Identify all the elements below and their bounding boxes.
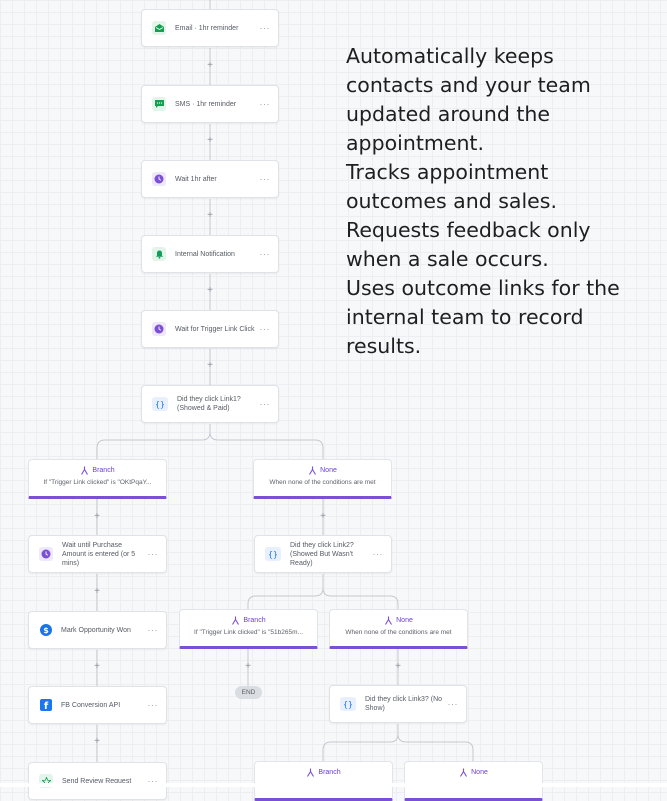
branch-node[interactable]: Branch If "Trigger Link clicked" is "OKt… <box>28 459 167 499</box>
fb-conversion-step[interactable]: f FB Conversion API ··· <box>28 686 167 724</box>
none-branch-node[interactable]: None When none of the conditions are met <box>253 459 392 499</box>
more-options-icon[interactable]: ··· <box>259 249 270 259</box>
branch-node[interactable]: Branch <box>254 761 393 801</box>
branch-icon <box>309 466 317 475</box>
branch-icon <box>307 768 315 777</box>
svg-text:f: f <box>44 701 49 710</box>
step-label: Internal Notification <box>175 250 235 258</box>
add-step-button[interactable]: + <box>94 661 100 672</box>
envelope-icon <box>152 21 166 35</box>
bell-icon <box>152 247 166 261</box>
step-label: Wait until Purchase Amount is entered (o… <box>62 541 136 567</box>
branch-node[interactable]: Branch If "Trigger Link clicked" is "51b… <box>179 609 318 649</box>
branch-condition: When none of the conditions are met <box>345 629 452 636</box>
add-step-button[interactable]: + <box>245 661 251 672</box>
add-step-button[interactable]: + <box>94 736 100 747</box>
wait-step[interactable]: Wait 1hr after ··· <box>141 160 279 198</box>
branch-icon <box>385 616 393 625</box>
add-step-button[interactable]: + <box>94 586 100 597</box>
add-step-button[interactable]: + <box>207 285 213 296</box>
more-options-icon[interactable]: ··· <box>259 23 270 33</box>
add-step-button[interactable]: + <box>94 511 100 522</box>
wait-trigger-step[interactable]: Wait for Trigger Link Click ··· <box>141 310 279 348</box>
step-label: Wait for Trigger Link Click <box>175 325 255 333</box>
branch-condition: If "Trigger Link clicked" is "OKtPqaY... <box>43 479 152 486</box>
condition-step[interactable]: {} Did they click Link2? (Showed But Was… <box>254 535 392 573</box>
step-label: Mark Opportunity Won <box>61 626 131 634</box>
add-step-button[interactable]: + <box>207 135 213 146</box>
more-options-icon[interactable]: ··· <box>372 549 383 559</box>
step-label: Wait 1hr after <box>175 175 217 183</box>
facebook-icon: f <box>40 699 52 711</box>
dollar-icon: $ <box>40 624 52 636</box>
add-step-button[interactable]: + <box>207 360 213 371</box>
branch-title: Branch <box>255 767 392 777</box>
clock-icon <box>39 547 53 561</box>
none-branch-node[interactable]: None <box>404 761 543 801</box>
end-marker: END <box>235 686 262 699</box>
clock-icon <box>152 322 166 336</box>
branch-title: Branch <box>29 465 166 475</box>
step-label: Send Review Request <box>62 777 132 785</box>
description-line: Tracks appointment outcomes and sales. <box>346 160 557 213</box>
description-line: Requests feedback only when a sale occur… <box>346 218 591 271</box>
email-step[interactable]: Email · 1hr reminder ··· <box>141 9 279 47</box>
branch-title: None <box>405 767 542 777</box>
more-options-icon[interactable]: ··· <box>147 700 158 710</box>
braces-icon: {} <box>265 547 281 561</box>
add-step-button[interactable]: + <box>207 210 213 221</box>
branch-condition: If "Trigger Link clicked" is "51b265m... <box>194 629 303 636</box>
more-options-icon[interactable]: ··· <box>147 549 158 559</box>
add-step-button[interactable]: + <box>395 661 401 672</box>
add-step-button[interactable]: + <box>320 511 326 522</box>
svg-text:{}: {} <box>343 700 353 709</box>
branch-title: None <box>330 615 467 625</box>
internal-notification-step[interactable]: Internal Notification ··· <box>141 235 279 273</box>
more-options-icon[interactable]: ··· <box>259 99 270 109</box>
more-options-icon[interactable]: ··· <box>447 699 458 709</box>
more-options-icon[interactable]: ··· <box>259 399 270 409</box>
description-line: Uses outcome links for the internal team… <box>346 276 620 358</box>
more-options-icon[interactable]: ··· <box>147 776 158 786</box>
step-label: FB Conversion API <box>61 701 121 709</box>
branch-title: Branch <box>180 615 317 625</box>
step-label: SMS · 1hr reminder <box>175 100 237 108</box>
chat-icon <box>152 97 166 111</box>
more-options-icon[interactable]: ··· <box>147 625 158 635</box>
step-label: Email · 1hr reminder <box>175 24 239 32</box>
condition-step[interactable]: {} Did they click Link3? (No Show) ··· <box>329 685 467 723</box>
branch-condition: When none of the conditions are met <box>269 479 376 486</box>
none-branch-node[interactable]: None When none of the conditions are met <box>329 609 468 649</box>
more-options-icon[interactable]: ··· <box>259 174 270 184</box>
wait-purchase-step[interactable]: Wait until Purchase Amount is entered (o… <box>28 535 167 573</box>
braces-icon: {} <box>340 697 356 711</box>
step-label: Did they click Link1? (Showed & Paid) <box>177 396 241 412</box>
branch-title: None <box>254 465 391 475</box>
sms-step[interactable]: SMS · 1hr reminder ··· <box>141 85 279 123</box>
branch-icon <box>460 768 468 777</box>
review-request-step[interactable]: Send Review Request ··· <box>28 762 167 800</box>
clock-icon <box>152 172 166 186</box>
branch-icon <box>232 616 240 625</box>
svg-text:{}: {} <box>268 550 278 559</box>
step-label: Did they click Link2? (Showed But Wasn't… <box>290 541 354 567</box>
more-options-icon[interactable]: ··· <box>259 324 270 334</box>
description-overlay: Automatically keeps contacts and your te… <box>346 42 646 361</box>
mark-opportunity-step[interactable]: $ Mark Opportunity Won ··· <box>28 611 167 649</box>
braces-icon: {} <box>152 397 168 411</box>
branch-icon <box>81 466 89 475</box>
add-step-button[interactable]: + <box>207 60 213 71</box>
step-label: Did they click Link3? (No Show) <box>365 696 443 712</box>
svg-text:{}: {} <box>155 400 165 409</box>
description-line: Automatically keeps contacts and your te… <box>346 44 591 155</box>
bottom-edge <box>0 783 667 787</box>
condition-step[interactable]: {} Did they click Link1? (Showed & Paid)… <box>141 385 279 423</box>
svg-text:$: $ <box>43 626 49 634</box>
